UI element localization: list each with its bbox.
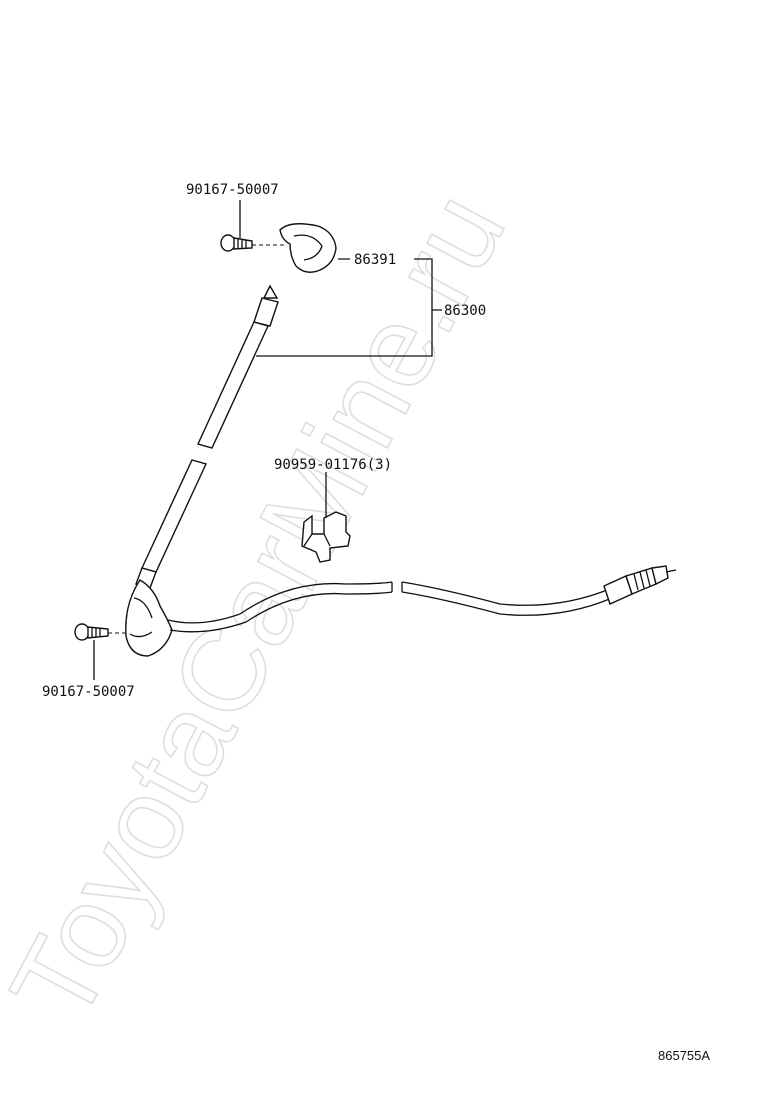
antenna-plug[interactable] bbox=[603, 565, 677, 605]
bracket-86300 bbox=[256, 258, 442, 357]
screw-bottom[interactable] bbox=[74, 623, 128, 641]
part-label-antenna-assy[interactable]: 86300 bbox=[444, 303, 486, 319]
part-label-cover[interactable]: 86391 bbox=[354, 252, 396, 268]
cable-clamp[interactable] bbox=[301, 511, 351, 563]
antenna-base[interactable] bbox=[125, 579, 173, 657]
part-label-clamp[interactable]: 90959-01176(3) bbox=[274, 457, 392, 473]
antenna-cover[interactable] bbox=[279, 223, 337, 273]
antenna-mast[interactable] bbox=[135, 284, 279, 589]
screw-top[interactable] bbox=[220, 234, 284, 252]
part-label-screw-top[interactable]: 90167-50007 bbox=[186, 182, 279, 198]
diagram-code: 865755A bbox=[658, 1048, 710, 1063]
part-label-screw-bottom[interactable]: 90167-50007 bbox=[42, 684, 135, 700]
antenna-cable[interactable] bbox=[167, 581, 613, 633]
